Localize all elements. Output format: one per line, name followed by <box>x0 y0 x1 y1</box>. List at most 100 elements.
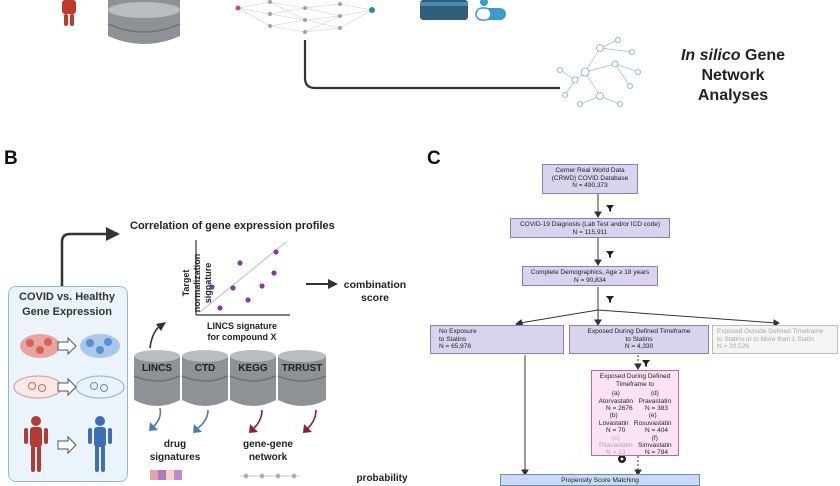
statin-rosuvastatin: (e) Rosuvastatin <box>633 412 672 427</box>
box-no-exposure: No Exposure to Statins N = 65,978 <box>430 325 564 354</box>
human-blue-icon <box>88 416 112 472</box>
outside-line2: to Statins or to More than 1 Statin <box>717 335 814 343</box>
box1-line3: N = 490,373 <box>572 182 608 190</box>
gene-network-label: gene-gene network <box>228 438 308 464</box>
human-figure-red-icon <box>62 0 76 26</box>
drug-word: drug <box>163 439 187 450</box>
compare-arrow-icons <box>57 336 77 455</box>
box-exposed-outside: Exposed Outside Defined Timeframe to Sta… <box>712 325 838 354</box>
statin-simvastatin: (f) Simvastatin <box>638 434 672 450</box>
scatter-point <box>259 283 265 289</box>
database-label-lincs: LINCS <box>142 363 172 374</box>
panel-a-graphics <box>62 0 641 107</box>
arrow-to-correlation <box>60 232 108 286</box>
database-arrows <box>153 407 317 429</box>
database-label-trrust: TRRUST <box>281 363 323 374</box>
scatter-x-label-1: LINCS signature <box>206 321 277 331</box>
statin-box-title-2: Timeframe to <box>615 380 655 388</box>
box-exposed-timeframe: Exposed During Defined Timeframe to Stat… <box>569 325 709 354</box>
scatter-points <box>209 249 279 311</box>
database-label-ctd: CTD <box>194 363 216 374</box>
covid-box-title: COVID vs. Healthy Gene Expression <box>8 290 126 320</box>
insilico-network: Network <box>701 67 765 84</box>
scatter-point <box>230 285 236 291</box>
medication-records-icon <box>420 0 506 21</box>
drug-signatures-label: drug signatures <box>140 438 210 464</box>
box3-line2: N = 90,834 <box>574 276 606 284</box>
scatter-point <box>237 260 243 266</box>
scatter-x-label: LINCS signature for compound X <box>190 321 294 343</box>
box-propensity-matching: Propensity Score Matching <box>500 474 700 486</box>
insilico-gene: Gene <box>740 47 786 64</box>
database-label-kegg: KEGG <box>238 363 268 374</box>
statin-pitavastatin: (c) Pitavastatin <box>599 434 633 450</box>
box-crwd-database: Cerner Real World Data (CRWD) COVID Data… <box>542 164 638 194</box>
insilico-title: In silico Gene Network Analyses <box>672 46 794 106</box>
statin-pravastatin: (d) Pravastatin <box>638 390 672 405</box>
box1-line1: Cerner Real World Data <box>555 167 625 174</box>
gene-gene-word: gene-gene <box>242 439 293 450</box>
statin-atorvastatin-n: N = 2676 <box>606 405 633 412</box>
box-covid-diagnosis: COVID-19 Diagnosis (Lab Test and/or ICD … <box>510 218 670 238</box>
scatter-point <box>245 297 251 303</box>
neural-network-icon <box>237 1 373 33</box>
database-trrust-icon <box>277 350 327 406</box>
scatter-point <box>271 270 277 276</box>
database-kegg-icon <box>229 350 277 406</box>
panel-c-letter: C <box>427 148 441 169</box>
combination-word: combination <box>343 279 407 291</box>
filter-funnel-icons <box>606 205 650 367</box>
panel-b-graphics <box>13 227 338 480</box>
insilico-analyses: Analyses <box>697 87 769 104</box>
statin-row: N = 2676 N = 383 <box>596 405 674 412</box>
correlation-title: Correlation of gene expression profiles <box>130 220 335 232</box>
box3-line1: Complete Demographics, Age ≥ 18 years <box>530 269 650 276</box>
statin-pitavastatin-n: N = 13 <box>606 449 626 457</box>
insilico-italic: In silico <box>680 47 741 64</box>
box-statin-breakdown: Exposed During Defined Timeframe to (a) … <box>591 370 679 456</box>
box2-line1: COVID-19 Diagnosis (Lab Test and/or ICD … <box>519 221 661 228</box>
combination-score-label: combination score <box>340 279 410 305</box>
statin-lovastatin: (b) Lovastatin <box>598 412 629 427</box>
no-exposure-line3: N = 65,978 <box>439 343 471 351</box>
no-exposure-line2: to Statins <box>439 335 467 343</box>
exposed-line3: N = 4,330 <box>624 343 654 351</box>
probability-label: probability <box>356 473 408 484</box>
box-demographics: Complete Demographics, Age ≥ 18 years N … <box>522 266 658 286</box>
covid-title-line2: Gene Expression <box>22 306 112 318</box>
outside-line3: N = 20,526 <box>717 343 749 351</box>
scatter-y-label: Target normalization signature <box>181 253 213 313</box>
petri-dish-red-icon <box>13 375 63 399</box>
signatures-word: signatures <box>149 452 201 463</box>
covid-title-line1: COVID vs. Healthy <box>19 291 115 303</box>
heatmap-thumbnail <box>150 470 182 480</box>
scatter-x-label-2: for compound X <box>207 332 277 342</box>
statin-box-title-1: Exposed During Defined <box>599 373 671 380</box>
scatter-point <box>217 305 223 311</box>
scatter-axes <box>195 240 290 316</box>
no-exposure-line1: No Exposure <box>439 328 477 335</box>
score-word: score <box>360 292 390 304</box>
database-icon <box>107 0 181 44</box>
database-cylinders <box>133 350 327 406</box>
network-word: network <box>248 452 288 463</box>
network-thumbnail <box>240 473 300 479</box>
statin-row: (b) Lovastatin (e) Rosuvastatin <box>596 412 674 427</box>
statin-simvastatin-n: N = 784 <box>645 449 668 457</box>
scatter-point <box>273 249 279 255</box>
human-red-icon <box>24 416 48 472</box>
statin-row: (a) Atorvastatin (d) Pravastatin <box>596 390 674 405</box>
box2-line2: N = 115,911 <box>572 228 608 236</box>
connector-line <box>303 40 560 90</box>
database-lincs-icon <box>133 350 181 406</box>
box1-line2: (CRWD) COVID Database <box>551 174 629 182</box>
petri-dish-blue-icon <box>75 375 125 399</box>
statin-pravastatin-n: N = 383 <box>645 405 668 412</box>
outside-line1: Exposed Outside Defined Timeframe <box>717 328 824 335</box>
scatter-point <box>209 284 215 290</box>
statin-rosuvastatin-n: N = 404 <box>645 427 668 435</box>
database-ctd-icon <box>181 350 229 406</box>
statin-atorvastatin: (a) Atorvastatin <box>598 390 633 405</box>
statin-row: N = 13 N = 784 <box>596 449 674 456</box>
